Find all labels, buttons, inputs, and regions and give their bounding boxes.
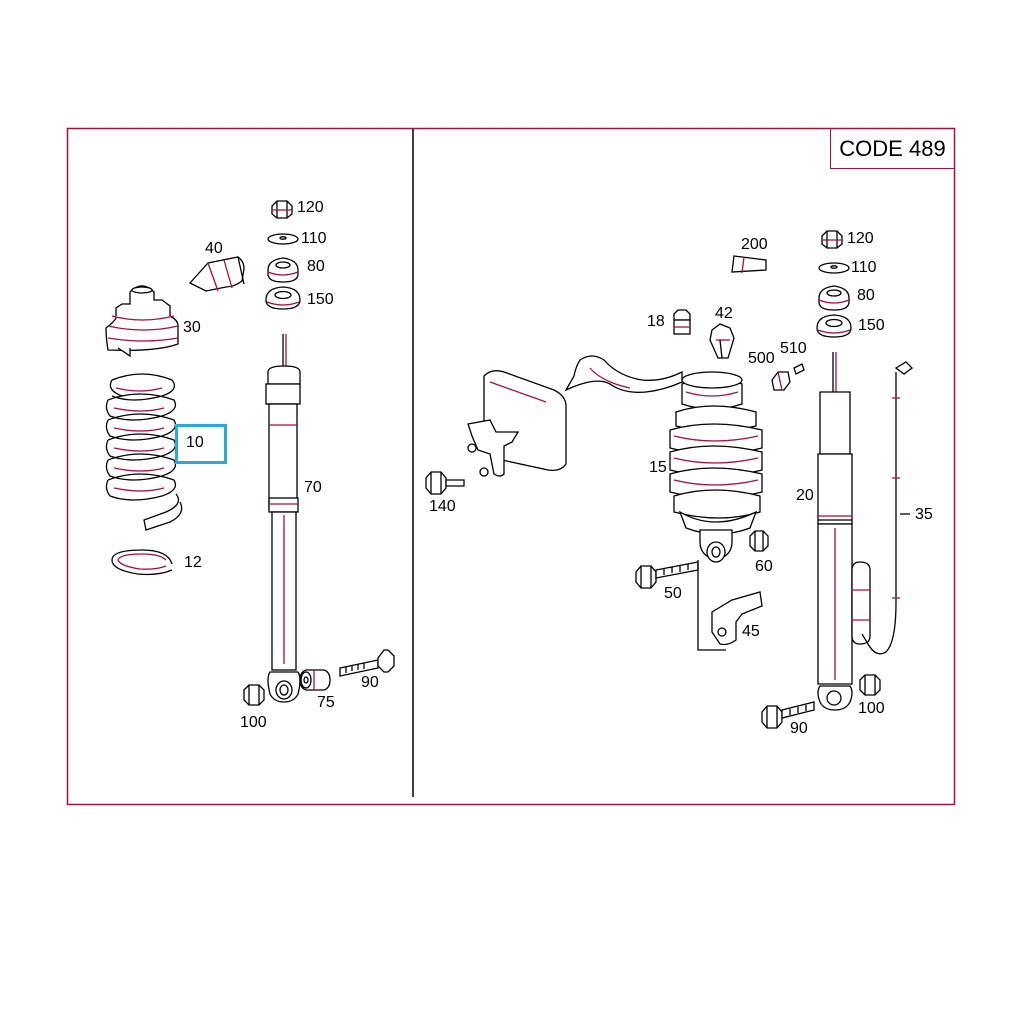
part-label-90-right[interactable]: 90 (790, 720, 808, 737)
part-label-70[interactable]: 70 (304, 479, 322, 496)
part-label-15[interactable]: 15 (649, 459, 667, 476)
bracket-45[interactable] (697, 560, 763, 651)
spring-boot-30[interactable] (105, 285, 179, 358)
mount-80-left[interactable] (267, 257, 299, 283)
part-label-60[interactable]: 60 (755, 558, 773, 575)
code-label: CODE 489 (830, 129, 954, 169)
part-label-80-left[interactable]: 80 (307, 258, 325, 275)
part-label-150-right[interactable]: 150 (858, 317, 885, 334)
coil-spring-10[interactable] (105, 373, 183, 531)
air-spring-15[interactable] (564, 355, 763, 563)
part-label-42[interactable]: 42 (715, 305, 733, 322)
part-label-50[interactable]: 50 (664, 585, 682, 602)
washer-110-right[interactable] (818, 262, 850, 274)
nut-100-left[interactable] (243, 684, 265, 706)
part-label-100-left[interactable]: 100 (240, 714, 267, 731)
part-label-10[interactable]: 10 (186, 434, 204, 451)
part-label-90-left[interactable]: 90 (361, 674, 379, 691)
part-label-500[interactable]: 500 (748, 350, 775, 367)
part-label-110-left[interactable]: 110 (301, 230, 327, 247)
part-label-510[interactable]: 510 (780, 340, 807, 357)
part-label-30[interactable]: 30 (183, 319, 201, 336)
ring-510[interactable] (793, 363, 805, 375)
shock-absorber-70[interactable] (265, 334, 301, 703)
washer-110-left[interactable] (267, 233, 299, 245)
bolt-90-right[interactable] (761, 701, 815, 729)
nut-120-right[interactable] (821, 230, 843, 249)
diagram-frame (66, 127, 956, 806)
mount-80-right[interactable] (818, 285, 850, 311)
part-label-140[interactable]: 140 (429, 498, 456, 515)
part-label-80-right[interactable]: 80 (857, 287, 875, 304)
part-label-20[interactable]: 20 (796, 487, 814, 504)
bushing-75[interactable] (299, 669, 331, 691)
part-label-45[interactable]: 45 (742, 623, 760, 640)
snap-ring-12[interactable] (111, 549, 173, 576)
cap-200[interactable] (731, 255, 767, 274)
mount-150-left[interactable] (265, 286, 301, 310)
reservoir-bracket (467, 370, 567, 477)
part-label-120-right[interactable]: 120 (847, 230, 874, 247)
valve-500[interactable] (771, 371, 791, 391)
bolt-140[interactable] (425, 471, 465, 495)
mount-150-right[interactable] (816, 314, 852, 338)
part-label-120-left[interactable]: 120 (297, 199, 324, 216)
selected-part-highlight[interactable] (175, 424, 227, 464)
nut-60[interactable] (749, 530, 769, 552)
bolt-90-left[interactable] (339, 649, 395, 677)
part-label-100-right[interactable]: 100 (858, 700, 885, 717)
nut-120-left[interactable] (271, 200, 293, 219)
shock-absorber-20[interactable] (817, 352, 871, 711)
fitting-18[interactable] (673, 309, 691, 335)
sensor-cable-35[interactable] (861, 361, 913, 655)
part-label-12[interactable]: 12 (184, 554, 202, 571)
part-label-200[interactable]: 200 (741, 236, 768, 253)
part-label-40[interactable]: 40 (205, 240, 223, 257)
bump-stop-40[interactable] (188, 256, 245, 292)
nut-100-right[interactable] (859, 674, 881, 696)
part-label-18[interactable]: 18 (647, 313, 665, 330)
part-label-150-left[interactable]: 150 (307, 291, 334, 308)
part-label-35[interactable]: 35 (915, 506, 933, 523)
part-label-110-right[interactable]: 110 (851, 259, 877, 276)
part-label-75[interactable]: 75 (317, 694, 335, 711)
clip-42[interactable] (709, 323, 735, 359)
